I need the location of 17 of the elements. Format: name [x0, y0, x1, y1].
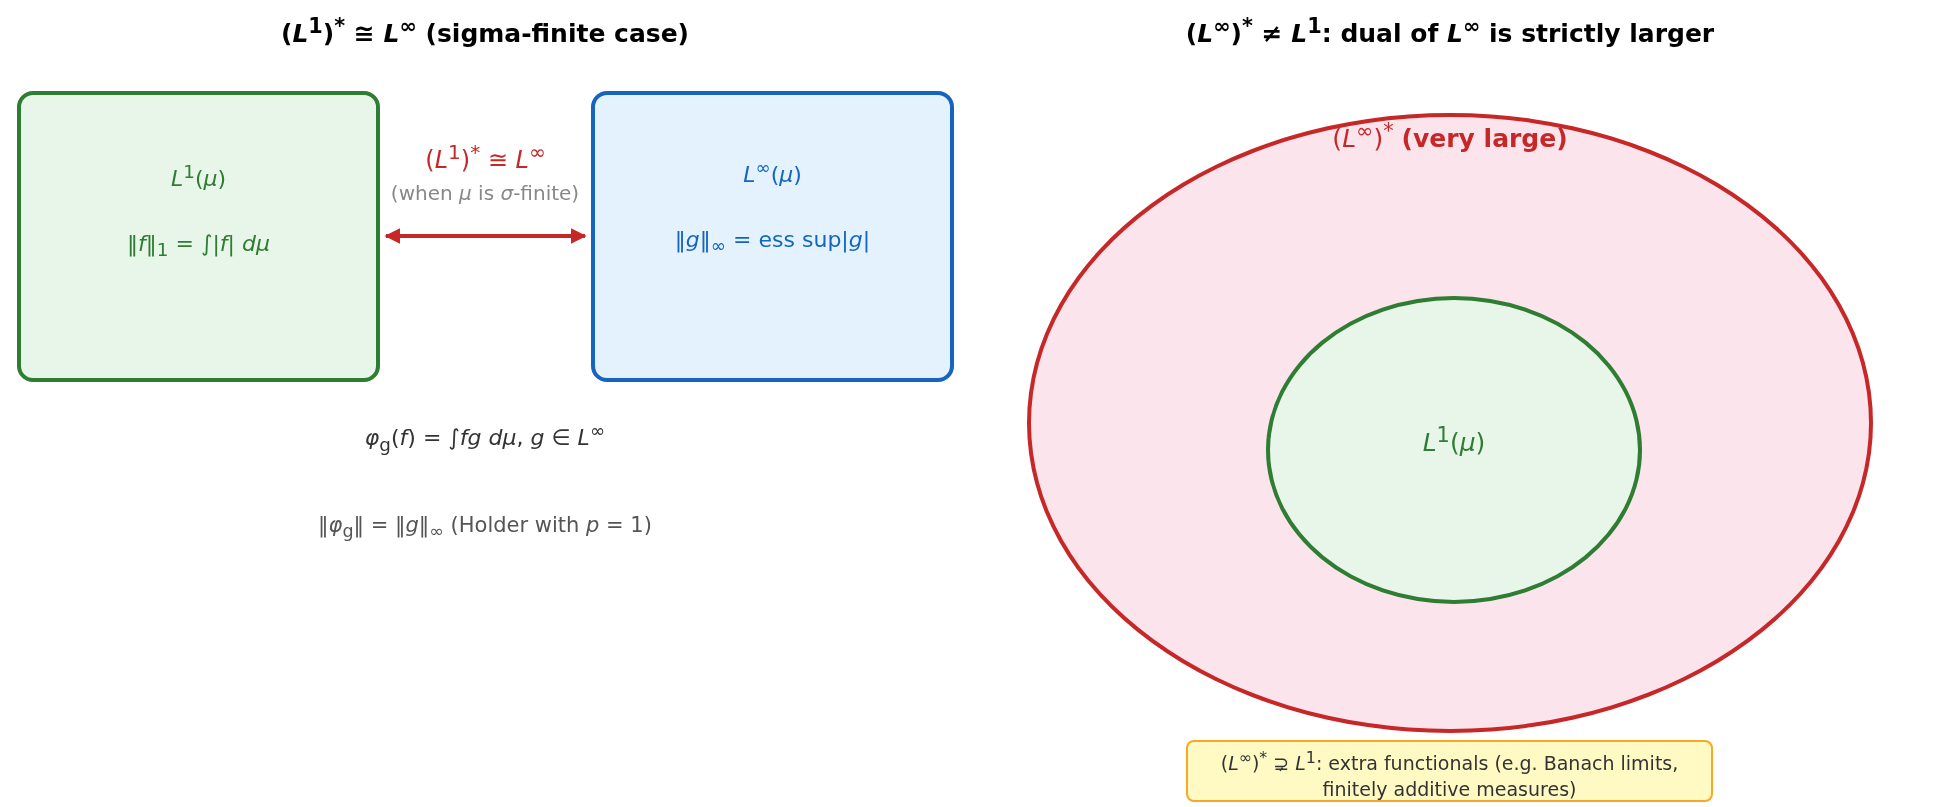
double-arrow: [384, 228, 587, 244]
formula: ‖f‖$_{1}$ = ∫|f| dμ: [127, 231, 270, 261]
condition-note: (when μ is σ-finite): [390, 181, 580, 205]
edge-label: (L$^{1}$)$^{*}$ ≅ L$^{∞}$: [425, 140, 546, 174]
space-box: [17, 91, 380, 382]
panel-heading: (L$^{1}$)$^{*}$ ≅ L$^{∞}$ (sigma-finite case): [280, 14, 690, 49]
node-title: L$^{1}$(μ): [1422, 423, 1486, 458]
node-title: (L$^{∞}$)$^{*}$ ⊋ L$^{1}$: extra functionals (e.g. Banach limits, finitely additive measures): [1219, 747, 1680, 803]
node-title: L$^{1}$(μ): [170, 161, 227, 192]
node-title: (L$^{∞}$)$^{*}$ (very large): [1332, 119, 1568, 154]
space-box: [591, 91, 954, 382]
formula: ‖g‖$_{∞}$ = ess sup|g|: [674, 227, 871, 257]
formula: ‖φ$_{g}$‖ = ‖g‖$_{∞}$ (Holder with p = 1): [318, 513, 652, 542]
panel-heading: (L$^{∞}$)$^{*}$ ≠ L$^{1}$: dual of L$^{∞}$ is strictly larger: [1185, 14, 1715, 49]
formula: φ$_{g}$(f) = ∫fg dμ, g ∈ L$^{∞}$: [364, 420, 606, 455]
node-title: L$^{∞}$(μ): [743, 157, 802, 188]
note-box: [1186, 740, 1713, 802]
